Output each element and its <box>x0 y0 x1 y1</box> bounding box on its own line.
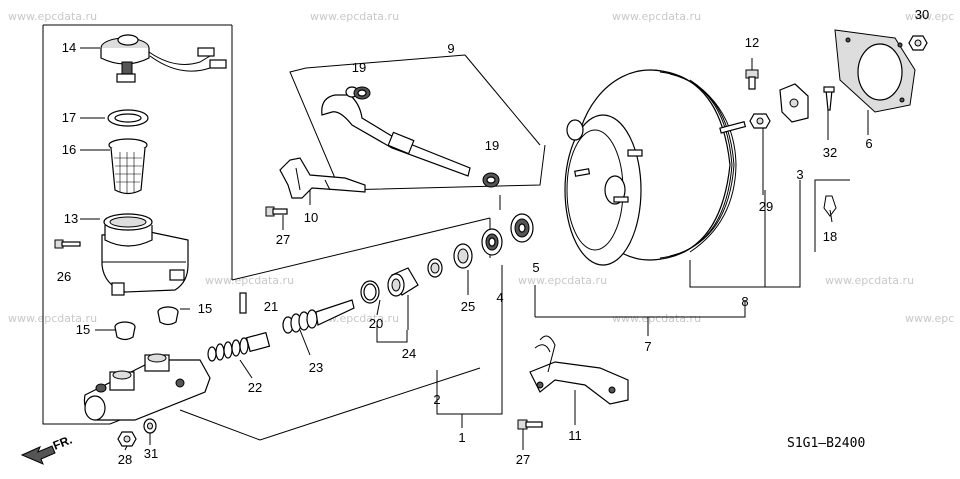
callout-17[interactable]: 17 <box>62 110 76 125</box>
callout-9[interactable]: 9 <box>447 41 454 56</box>
pin-icon[interactable] <box>239 292 247 314</box>
watermark-text: www.epcdata.ru <box>205 274 294 287</box>
callout-3[interactable]: 3 <box>796 167 803 182</box>
reservoir-bolt-icon[interactable] <box>54 239 81 249</box>
callout-26[interactable]: 26 <box>57 269 71 284</box>
clevis-pin-icon[interactable] <box>823 86 835 111</box>
piston-cup-icon[interactable] <box>387 267 419 297</box>
callout-labels: 14 17 16 13 26 15 15 28 31 21 22 23 20 2… <box>57 7 929 467</box>
seal-ring-icon[interactable] <box>481 228 503 256</box>
callout-20[interactable]: 20 <box>369 316 383 331</box>
seal-ring-icon[interactable] <box>453 243 473 269</box>
callout-19b[interactable]: 19 <box>485 138 499 153</box>
booster-nut-icon[interactable] <box>749 113 771 129</box>
hose-clip-icon[interactable] <box>482 172 500 188</box>
callout-5[interactable]: 5 <box>532 260 539 275</box>
watermark-text: www.epc <box>905 10 954 23</box>
secondary-piston-spring-icon[interactable] <box>207 331 271 362</box>
callout-14[interactable]: 14 <box>62 40 76 55</box>
o-ring-icon[interactable] <box>427 258 443 278</box>
watermark-text: www.epcdata.ru <box>8 10 97 23</box>
grommet-icon[interactable] <box>114 321 136 341</box>
watermark-text: www.epcdata.ru <box>310 10 399 23</box>
callout-22[interactable]: 22 <box>248 380 262 395</box>
reservoir-cap-icon[interactable] <box>100 34 227 83</box>
brake-booster-icon[interactable] <box>564 69 747 266</box>
watermark-text: www.epcdata.ru <box>612 312 701 325</box>
callout-11[interactable]: 11 <box>568 428 582 443</box>
callout-7[interactable]: 7 <box>644 339 651 354</box>
reservoir-seal-icon[interactable] <box>107 109 149 127</box>
front-direction-arrow-icon <box>20 445 56 465</box>
watermark-text: www.epcdata.ru <box>8 312 97 325</box>
vacuum-hose-icon[interactable] <box>321 86 471 177</box>
callout-27a[interactable]: 27 <box>276 232 290 247</box>
pipe-bracket-icon[interactable] <box>529 335 629 405</box>
callout-19a[interactable]: 19 <box>352 60 366 75</box>
callout-31[interactable]: 31 <box>144 446 158 461</box>
snap-ring-icon[interactable] <box>360 280 380 304</box>
callout-32[interactable]: 32 <box>823 145 837 160</box>
booster-gasket-icon[interactable] <box>834 29 916 113</box>
callout-2[interactable]: 2 <box>433 392 440 407</box>
callout-8[interactable]: 8 <box>741 294 748 309</box>
callout-29[interactable]: 29 <box>759 199 773 214</box>
hose-clip-icon[interactable] <box>353 86 371 100</box>
gasket-icon[interactable] <box>510 213 534 243</box>
callout-27b[interactable]: 27 <box>516 452 530 467</box>
watermark-text: www.epcdata.ru <box>612 10 701 23</box>
watermark-text: www.epcdata.ru <box>825 274 914 287</box>
clevis-joint-icon[interactable] <box>779 83 809 123</box>
reservoir-strainer-icon[interactable] <box>108 138 148 195</box>
callout-13[interactable]: 13 <box>64 211 78 226</box>
nut-icon[interactable] <box>117 431 137 447</box>
callout-24[interactable]: 24 <box>402 346 416 361</box>
gasket-nut-icon[interactable] <box>908 35 928 51</box>
diagram-code: S1G1—B2400 <box>787 436 865 451</box>
bolt-icon[interactable] <box>517 419 543 430</box>
brake-fluid-reservoir-icon[interactable] <box>101 213 189 296</box>
washer-icon[interactable] <box>143 418 157 434</box>
callout-21[interactable]: 21 <box>264 299 278 314</box>
front-direction-label: FR. <box>51 433 74 453</box>
callout-25[interactable]: 25 <box>461 299 475 314</box>
hose-bracket-icon[interactable] <box>279 157 366 199</box>
callout-30[interactable]: 30 <box>915 7 929 22</box>
primary-piston-icon[interactable] <box>282 299 355 334</box>
callout-6[interactable]: 6 <box>865 136 872 151</box>
callout-15a[interactable]: 15 <box>198 301 212 316</box>
callout-18[interactable]: 18 <box>823 229 837 244</box>
callout-16[interactable]: 16 <box>62 142 76 157</box>
callout-10[interactable]: 10 <box>304 210 318 225</box>
watermark-text: www.epc <box>905 312 954 325</box>
callout-1[interactable]: 1 <box>458 430 465 445</box>
master-cylinder-body-icon[interactable] <box>83 353 211 421</box>
callout-23[interactable]: 23 <box>309 360 323 375</box>
grommet-icon[interactable] <box>157 306 179 326</box>
spring-clip-icon[interactable] <box>823 195 837 223</box>
watermark-text: www.epcdata.ru <box>518 274 607 287</box>
bolt-icon[interactable] <box>265 206 288 217</box>
callout-15b[interactable]: 15 <box>76 322 90 337</box>
callout-28[interactable]: 28 <box>118 452 132 467</box>
booster-bolt-icon[interactable] <box>745 69 759 90</box>
callout-4[interactable]: 4 <box>496 290 503 305</box>
callout-12[interactable]: 12 <box>745 35 759 50</box>
